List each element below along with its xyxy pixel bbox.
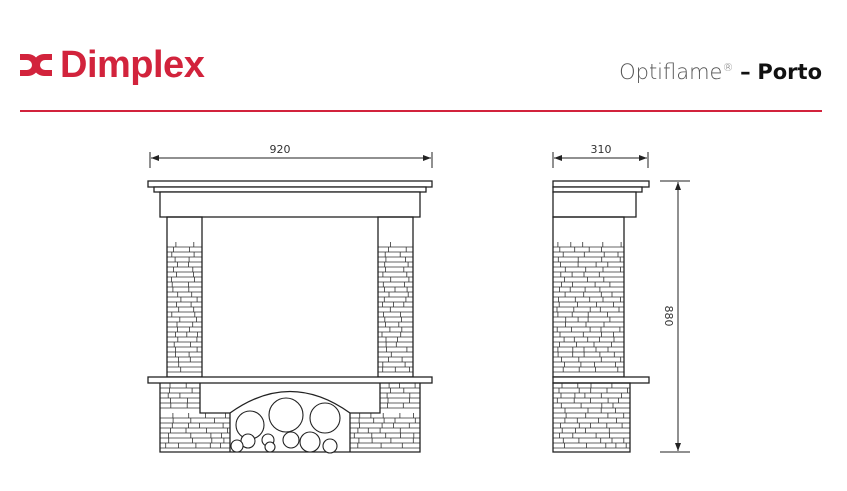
brick-texture: [160, 242, 630, 449]
log-circle: [322, 438, 338, 454]
depth-label: 310: [591, 143, 612, 156]
brick-lines: [378, 242, 413, 373]
dimplex-logo-icon: [20, 54, 52, 76]
log-circle: [230, 439, 244, 453]
brick-lines: [553, 242, 624, 373]
log-stack: [230, 397, 341, 454]
brick-lines: [350, 413, 420, 449]
title-separator: –: [740, 60, 751, 84]
brick-lines: [160, 413, 230, 449]
dimplex-logo: Dimplex: [18, 44, 205, 86]
side-view: [552, 180, 650, 453]
log-circle: [309, 402, 341, 434]
header-divider: [20, 110, 822, 112]
brick-lines: [380, 383, 420, 409]
log-circle: [282, 431, 300, 449]
brick-lines: [553, 383, 630, 449]
width-label: 920: [270, 143, 291, 156]
dimension-lines: [149, 152, 690, 453]
log-circle: [264, 441, 276, 453]
product-line: Optiflame: [619, 60, 723, 84]
log-circle: [299, 431, 321, 453]
model-name: Porto: [757, 60, 822, 84]
product-title: Optiflame® – Porto: [619, 60, 822, 84]
height-label: 880: [662, 306, 675, 327]
brick-lines: [167, 242, 202, 373]
log-circle: [268, 397, 304, 433]
registered-mark: ®: [722, 61, 734, 74]
brand-name: Dimplex: [60, 44, 205, 86]
front-view: [147, 180, 433, 453]
brick-lines: [160, 383, 200, 409]
